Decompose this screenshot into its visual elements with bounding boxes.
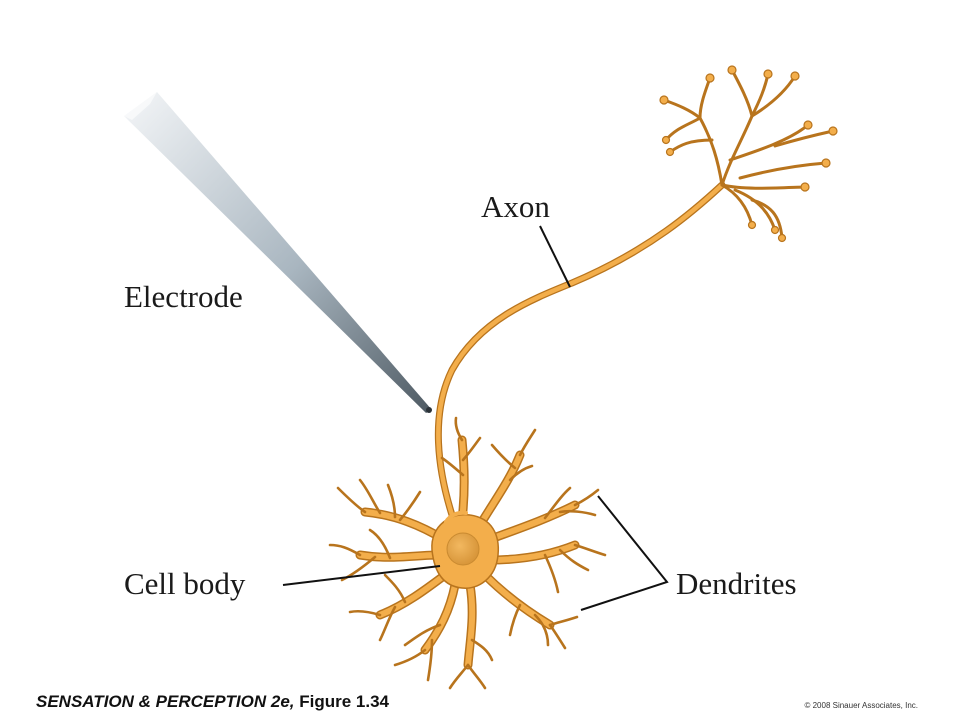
figure-caption: SENSATION & PERCEPTION 2e, Figure 1.34 — [36, 692, 389, 712]
cell-body — [431, 510, 500, 589]
book-title: SENSATION & PERCEPTION 2e, — [36, 692, 295, 711]
axon-terminal-bulbs — [659, 65, 838, 243]
copyright-notice: © 2008 Sinauer Associates, Inc. — [804, 701, 918, 710]
nucleus — [446, 532, 480, 566]
axon-leader-line — [539, 225, 571, 288]
leader-lines — [282, 225, 669, 611]
cell-body-leader-line — [282, 565, 441, 586]
neuron — [328, 65, 838, 690]
cell-body-label: Cell body — [124, 566, 246, 601]
dendrites-leader-line — [580, 495, 669, 611]
axon — [434, 181, 726, 519]
electrode-label: Electrode — [124, 279, 243, 314]
axon-terminals — [662, 68, 835, 240]
dendrites-label: Dendrites — [676, 566, 797, 601]
figure-reference: Figure 1.34 — [299, 692, 390, 711]
axon-label: Axon — [481, 189, 550, 224]
electrode — [124, 92, 432, 413]
